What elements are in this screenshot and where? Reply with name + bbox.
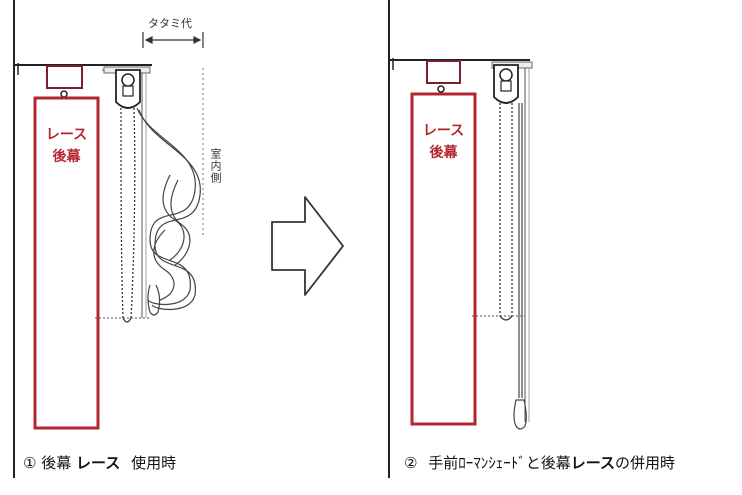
left-bracket <box>46 65 83 89</box>
fold-margin-label: タタミ代 <box>148 17 192 30</box>
left-caption-part2: レース <box>76 454 121 472</box>
left-caption-part3: 使用時 <box>131 454 177 472</box>
right-panel <box>388 0 533 478</box>
left-curtain-label: レース 後幕 <box>35 124 98 168</box>
left-caption: ① 後幕 レース 使用時 <box>23 452 176 473</box>
transition-arrow <box>271 196 344 296</box>
left-cord-coil <box>136 107 201 316</box>
indoor-side-label: 室内側 <box>209 148 222 184</box>
right-caption: ② 手前ﾛｰﾏﾝｼｪｰﾄﾞと後幕レースの併用時 <box>404 452 675 473</box>
left-caption-number: ① <box>23 454 37 472</box>
right-cord <box>513 103 527 430</box>
left-shade-head <box>102 66 151 109</box>
left-curtain-label-line2: 後幕 <box>52 149 81 165</box>
fold-margin-dimension <box>142 32 204 48</box>
right-bracket <box>426 60 461 84</box>
right-caption-part1: 手前ﾛｰﾏﾝｼｪｰﾄﾞと後幕 <box>428 454 571 472</box>
left-caption-part1: 後幕 <box>41 454 72 472</box>
right-curtain-label-line2: 後幕 <box>429 145 458 161</box>
right-curtain-label: レース 後幕 <box>412 120 475 164</box>
left-chain <box>120 107 136 323</box>
right-shade-head <box>491 61 533 104</box>
right-curtain-label-line1: レース <box>422 123 465 139</box>
right-lace-curtain <box>410 92 477 426</box>
right-caption-part3: の併用時 <box>615 454 676 472</box>
left-panel <box>13 0 204 478</box>
left-hook <box>60 90 68 98</box>
right-caption-number: ② <box>404 454 418 472</box>
left-lace-curtain <box>33 96 100 430</box>
left-curtain-label-line1: レース <box>45 127 88 143</box>
right-caption-part2: レース <box>570 454 616 472</box>
right-chain <box>499 103 513 321</box>
